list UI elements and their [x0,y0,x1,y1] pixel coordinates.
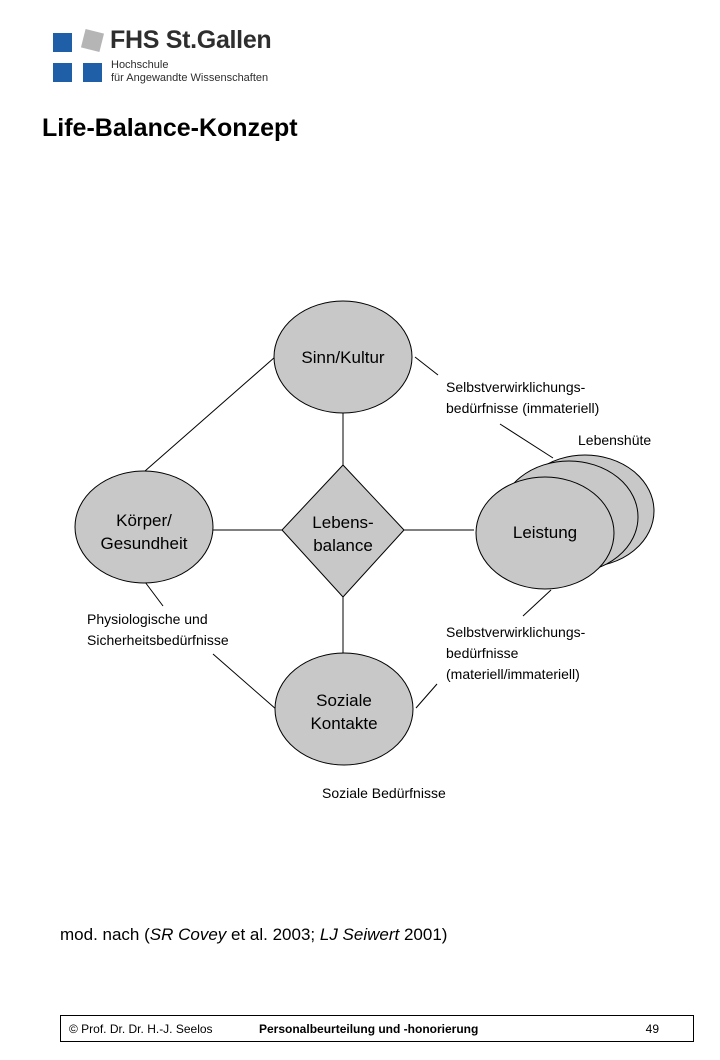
citation-suffix: 2001) [399,925,448,944]
citation-mid1: et al. 2003; [226,925,320,944]
label-bottom-left-line2: Sicherheitsbedürfnisse [87,632,229,648]
label-bottom-left: Physiologische und Sicherheitsbedürfniss… [87,609,229,651]
node-top-label: Sinn/Kultur [301,348,385,367]
citation-author2: LJ Seiwert [319,925,400,944]
connector-left-label [144,581,164,607]
node-left-line1: Körper/ [116,511,172,530]
node-right-ellipse [475,476,615,590]
label-lebenshuete: Lebenshüte [578,432,652,448]
footer-page-number: 49 [645,1022,659,1036]
node-right-label: Leistung [512,523,578,542]
label-bottom-right-line3: (materiell/immateriell) [446,666,580,682]
center-node: Lebens- balance [283,511,403,557]
logo-square-blue-2 [53,63,72,82]
logo-square-blue-3 [83,63,102,82]
label-top-right: Selbstverwirklichungs- bedürfnisse (imma… [446,377,599,419]
connector-top-left [144,356,276,472]
connector-lebenshuete [499,423,554,459]
label-bottom-right: Selbstverwirklichungs- bedürfnisse (mate… [446,622,585,685]
citation: mod. nach (SR Covey et al. 2003; LJ Seiw… [60,925,447,945]
node-bottom-ellipse [274,652,414,766]
connector-bottom-right [415,683,438,709]
page-title: Life-Balance-Konzept [42,114,298,142]
label-top-right-line2: bedürfnisse (immateriell) [446,400,600,416]
label-bottom-right-line2: bedürfnisse [446,645,519,661]
citation-author1: SR Covey [149,925,227,944]
footer: © Prof. Dr. Dr. H.-J. Seelos Personalbeu… [60,1015,694,1042]
citation-prefix: mod. nach ( [60,925,150,944]
footer-author: © Prof. Dr. Dr. H.-J. Seelos [69,1022,213,1036]
connector-top-right [414,356,439,376]
center-diamond [281,464,405,598]
node-top: Sinn/Kultur [273,346,413,369]
node-left-line2: Gesundheit [100,534,188,553]
label-bottom-right-line1: Selbstverwirklichungs- [446,624,586,640]
node-bottom: Soziale Kontakte [274,689,414,735]
connector-label-bottom [212,653,278,711]
center-line1: Lebens- [312,513,374,532]
logo-subtitle-line1: Hochschule [111,59,169,71]
connector-leistung-label [522,589,552,617]
label-bottom-left-line1: Physiologische und [87,611,208,627]
footer-course: Personalbeurteilung und -honorierung [259,1022,479,1036]
center-line2: balance [313,536,373,555]
node-left-ellipse [74,470,214,584]
logo-subtitle-line2: für Angewandte Wissenschaften [111,72,269,84]
label-bottom: Soziale Bedürfnisse [322,785,446,801]
node-bottom-line2: Kontakte [310,714,378,733]
node-bottom-line1: Soziale [316,691,372,710]
node-top-ellipse [273,300,413,414]
logo-title: FHS St.Gallen [110,26,272,54]
logo-square-blue-1 [53,33,72,52]
label-top-right-line1: Selbstverwirklichungs- [446,379,586,395]
node-left: Körper/ Gesundheit [74,509,214,555]
node-right: Leistung [475,521,615,544]
